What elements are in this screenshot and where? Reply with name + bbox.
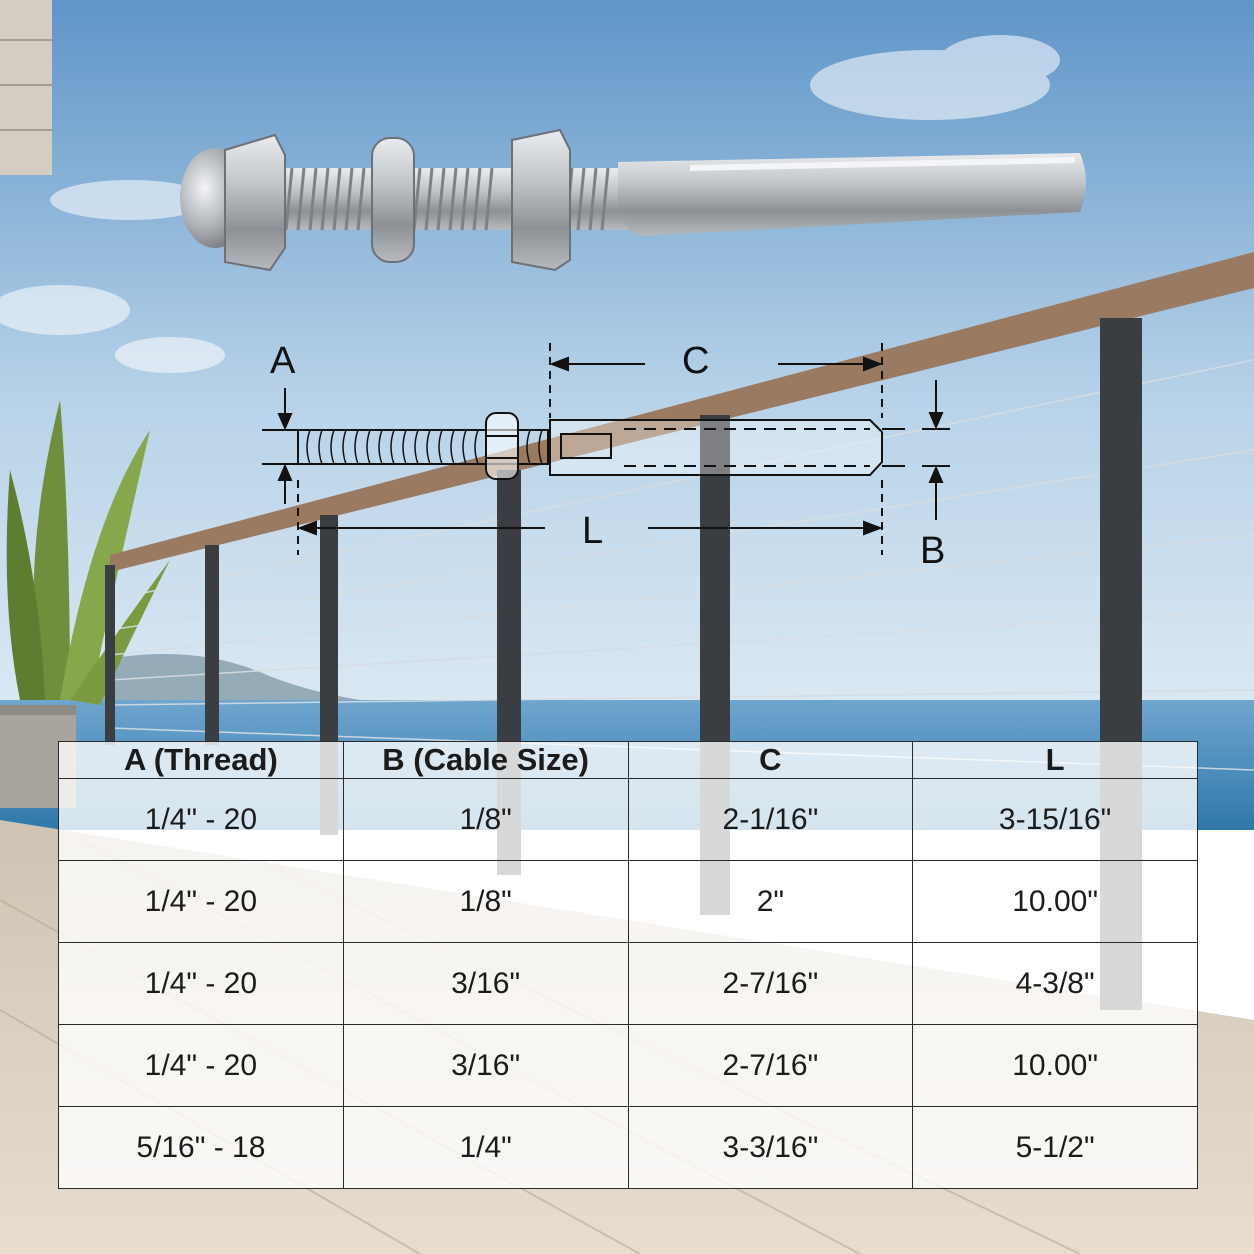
table-row: 1/4" - 20 3/16" 2-7/16" 10.00" [58, 1024, 1198, 1107]
cell-c: 2-1/16" [627, 778, 914, 861]
hex-nut [511, 128, 571, 272]
table-row: 1/4" - 20 1/8" 2-1/16" 3-15/16" [58, 778, 1198, 861]
drawing-body [549, 419, 883, 476]
drawing-nut [485, 412, 519, 480]
house-siding [0, 0, 52, 175]
cell-b: 1/8" [342, 778, 629, 861]
header-l: L [912, 741, 1198, 779]
table-row: 1/4" - 20 1/8" 2" 10.00" [58, 860, 1198, 943]
cell-a: 1/4" - 20 [58, 860, 344, 943]
dimension-c-label: C [682, 340, 710, 382]
table-row: 1/4" - 20 3/16" 2-7/16" 4-3/8" [58, 942, 1198, 1025]
cell-b: 3/16" [342, 1024, 629, 1107]
cell-c: 2-7/16" [627, 942, 914, 1025]
table-header-row: A (Thread) B (Cable Size) C L [58, 741, 1198, 779]
cell-l: 3-15/16" [912, 778, 1198, 861]
cell-l: 5-1/2" [912, 1106, 1198, 1189]
dimension-c [549, 343, 883, 418]
cell-a: 1/4" - 20 [58, 1024, 344, 1107]
dimension-a-label: A [270, 340, 296, 382]
header-c: C [627, 741, 914, 779]
cell-c: 2" [627, 860, 914, 943]
drawing-slot [560, 433, 612, 459]
header-b-cable-size: B (Cable Size) [342, 741, 629, 779]
clouds [0, 35, 1060, 373]
thread-ridges [272, 167, 610, 231]
cell-b: 3/16" [342, 942, 629, 1025]
cell-b: 1/4" [342, 1106, 629, 1189]
spec-table: A (Thread) B (Cable Size) C L 1/4" - 20 … [58, 741, 1198, 1189]
table-row: 5/16" - 18 1/4" 3-3/16" 5-1/2" [58, 1106, 1198, 1189]
drawing-thread [297, 429, 549, 465]
drawing-thread-lines [306, 429, 543, 465]
dimension-a [262, 388, 298, 504]
dimension-b [922, 380, 950, 520]
cell-c: 2-7/16" [627, 1024, 914, 1107]
dimension-b-label: B [920, 530, 946, 572]
cell-a: 5/16" - 18 [58, 1106, 344, 1189]
acorn-nut [224, 133, 286, 272]
terminal-body [618, 153, 1086, 236]
cell-c: 3-3/16" [627, 1106, 914, 1189]
header-a-thread: A (Thread) [58, 741, 344, 779]
cell-l: 4-3/8" [912, 942, 1198, 1025]
cell-a: 1/4" - 20 [58, 942, 344, 1025]
dimension-l-label: L [582, 510, 604, 552]
cell-a: 1/4" - 20 [58, 778, 344, 861]
dimension-l [297, 480, 883, 555]
washer [371, 137, 415, 263]
cell-b: 1/8" [342, 860, 629, 943]
cell-l: 10.00" [912, 860, 1198, 943]
terminal-photo [180, 128, 1086, 272]
dimension-drawing [262, 343, 950, 555]
cell-l: 10.00" [912, 1024, 1198, 1107]
